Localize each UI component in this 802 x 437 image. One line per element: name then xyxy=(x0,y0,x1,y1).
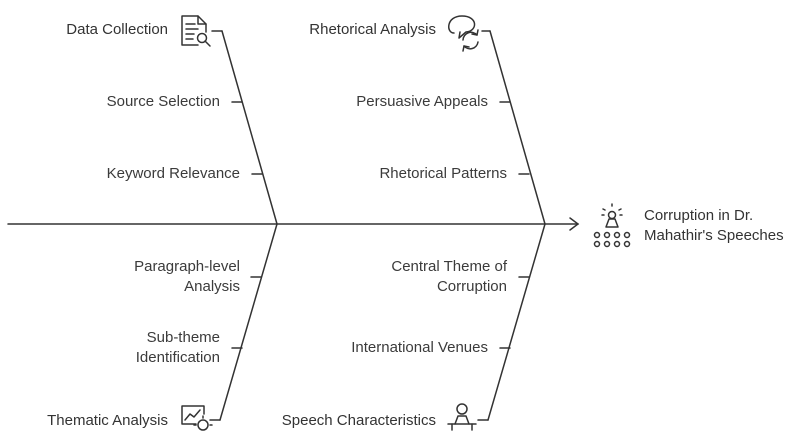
cause-international-venues: International Venues xyxy=(351,338,488,358)
bone-top-right xyxy=(489,30,546,225)
speaker-podium-icon xyxy=(447,403,477,431)
cause-rhetorical-patterns: Rhetorical Patterns xyxy=(379,165,507,182)
cause-keyword-relevance: Keyword Relevance xyxy=(106,165,240,182)
cause-sub-theme-identification: Sub-theme Identification xyxy=(136,328,220,368)
category-speech-characteristics: Speech Characteristics xyxy=(281,412,436,429)
spine-arrowhead xyxy=(569,217,580,231)
bone-bottom-right xyxy=(487,223,546,421)
effect-label-line1: Corruption in Dr. xyxy=(644,207,754,224)
cause-paragraph-level-line2: Analysis xyxy=(184,278,240,295)
effect-label-line2: Mahathir's Speeches xyxy=(644,227,784,244)
bone-bottom-left xyxy=(219,223,278,421)
cause-international-venues-line1: International Venues xyxy=(351,339,488,356)
category-data-collection: Data Collection xyxy=(66,21,168,38)
cause-persuasive-appeals: Persuasive Appeals xyxy=(356,93,488,110)
cause-source-selection: Source Selection xyxy=(106,93,220,110)
category-rhetorical-analysis: Rhetorical Analysis xyxy=(309,21,436,38)
cause-central-theme-line2: Corruption xyxy=(436,278,507,295)
speaker-at-podium-icon xyxy=(593,203,631,248)
cause-sub-theme-line1: Sub-theme xyxy=(146,329,220,346)
document-search-icon xyxy=(181,15,211,47)
cause-central-theme-line1: Central Theme of xyxy=(391,258,507,275)
effect-label: Corruption in Dr. Mahathir's Speeches xyxy=(644,206,784,246)
cause-central-theme-of-corruption: Central Theme of Corruption xyxy=(391,257,507,297)
chart-settings-icon xyxy=(181,405,213,431)
cause-sub-theme-line2: Identification xyxy=(135,349,220,366)
bone-top-left xyxy=(221,30,278,225)
cause-paragraph-level-analysis: Paragraph-level Analysis xyxy=(134,257,240,297)
speech-bubbles-refresh-icon xyxy=(448,15,479,52)
cause-paragraph-level-line1: Paragraph-level xyxy=(134,258,240,275)
category-thematic-analysis: Thematic Analysis xyxy=(47,412,168,429)
